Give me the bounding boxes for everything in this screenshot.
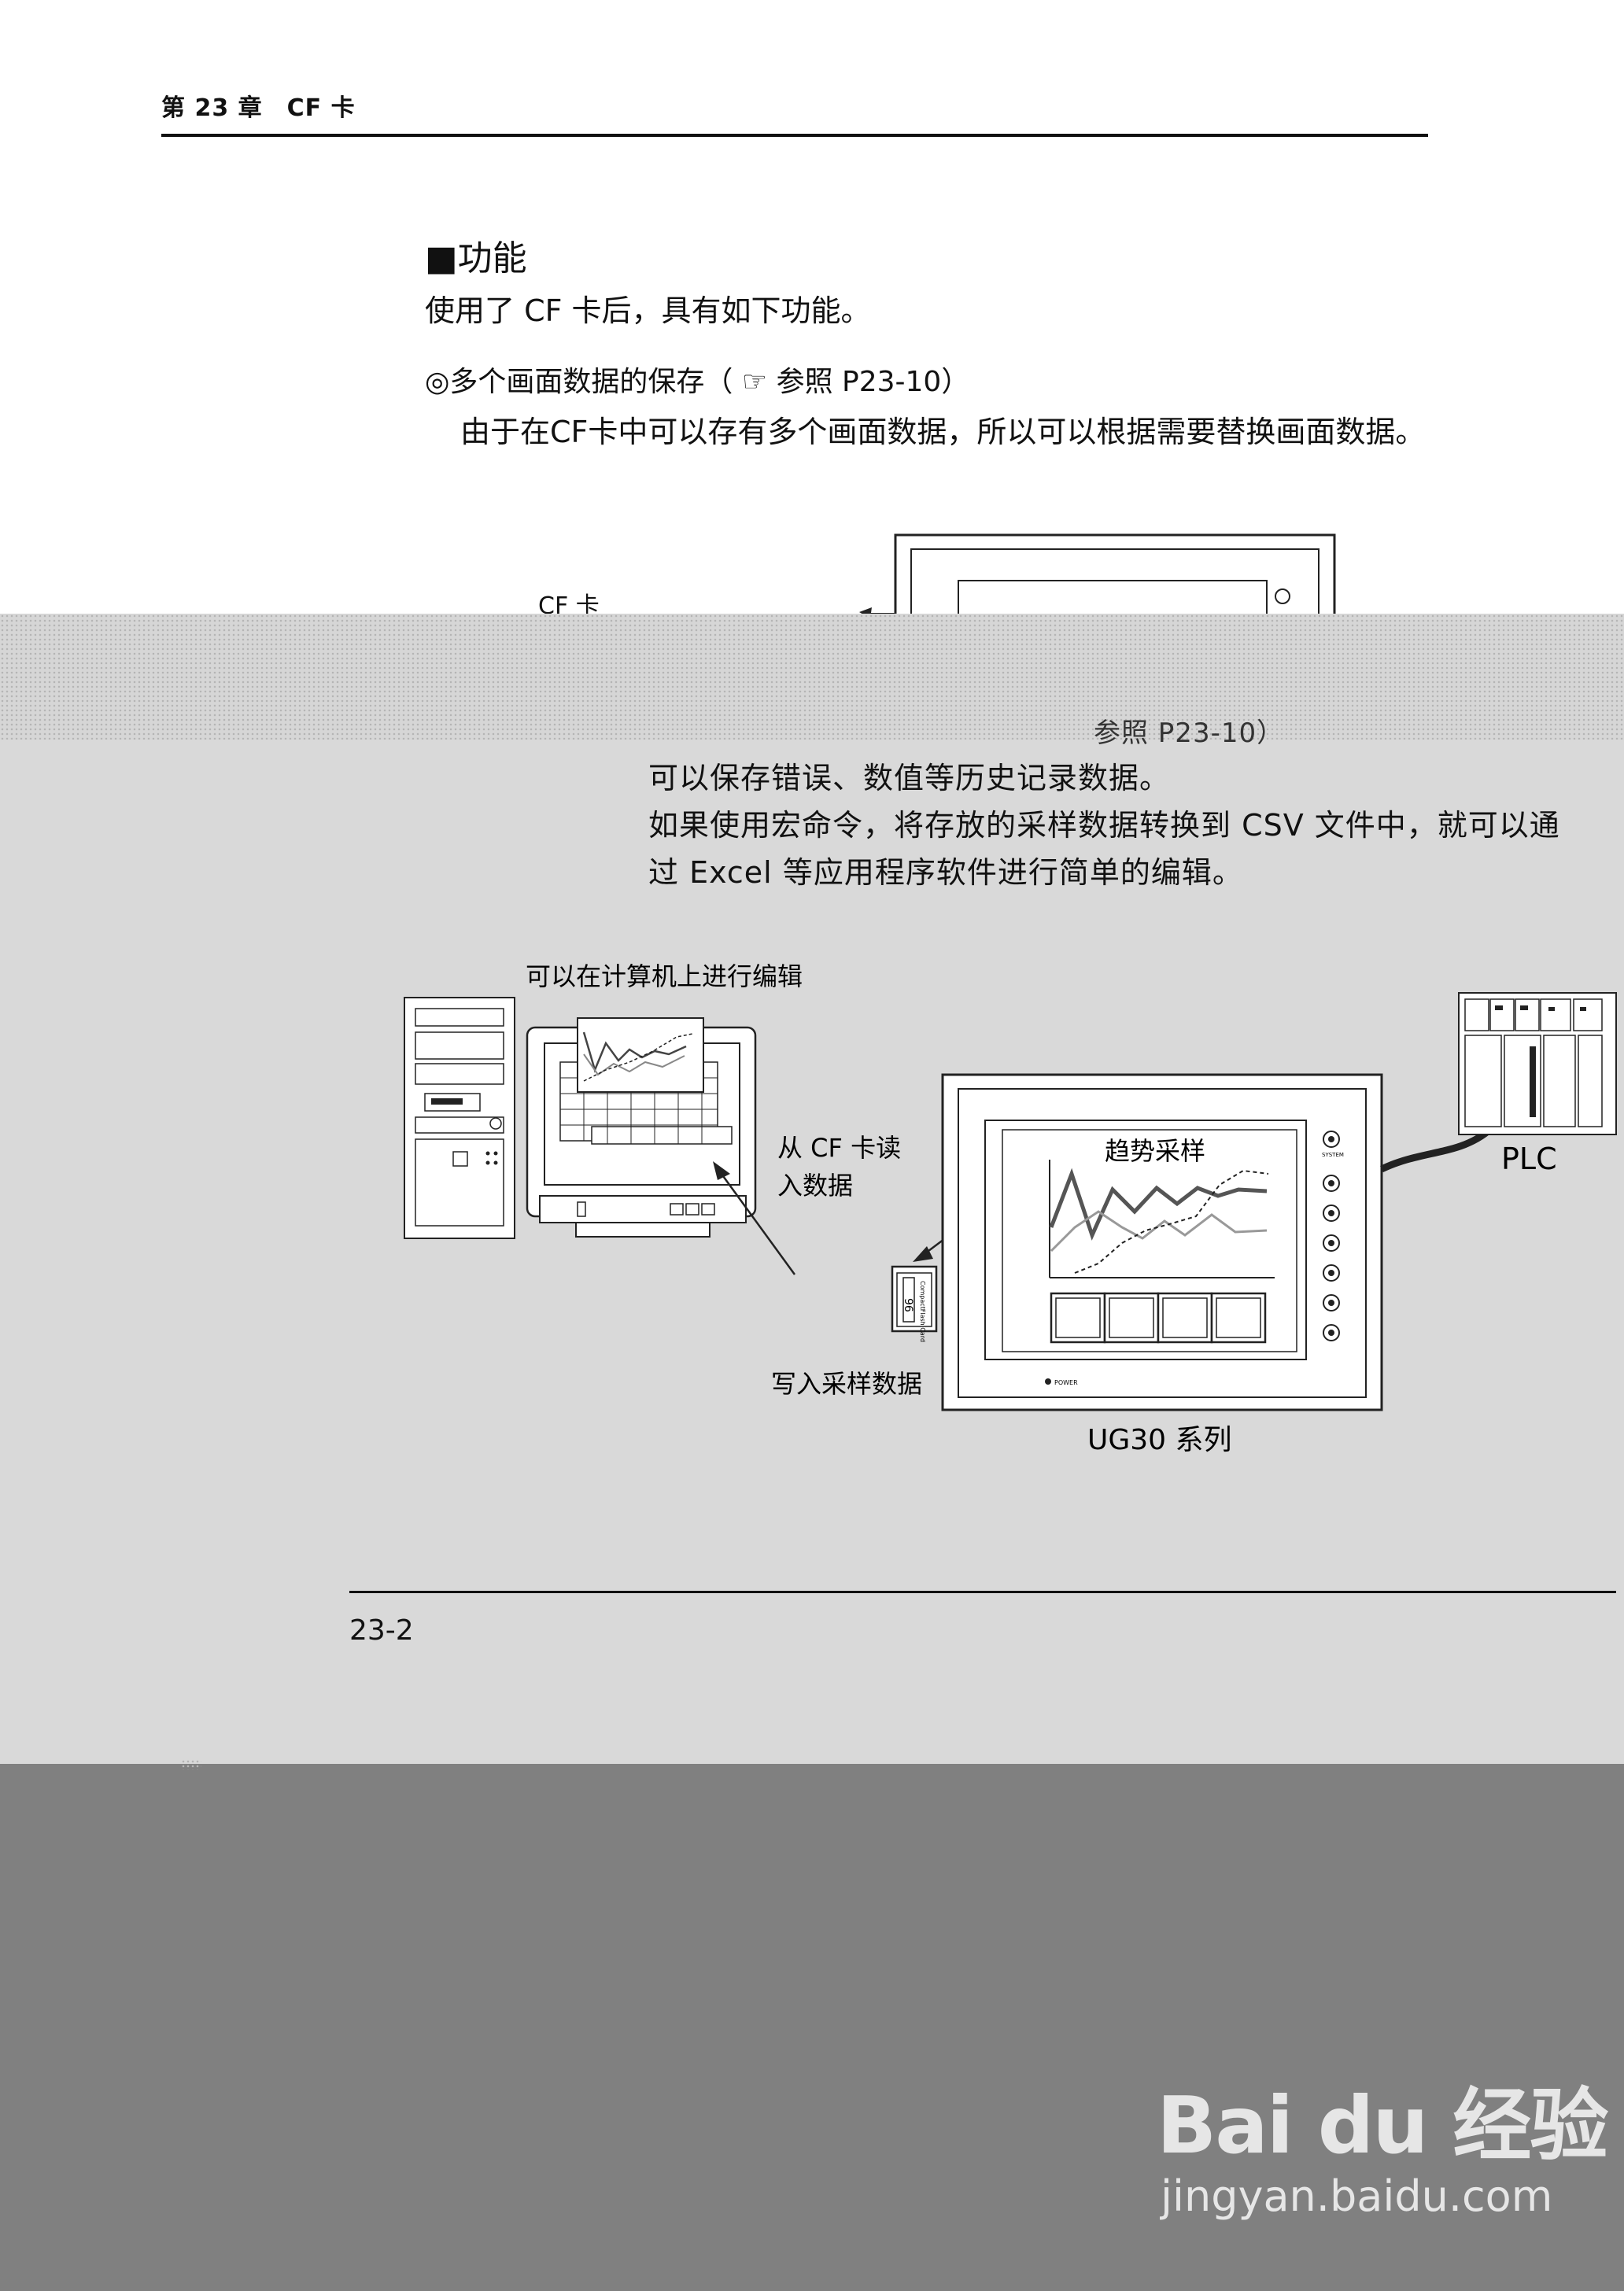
pc-tower-icon bbox=[404, 997, 515, 1239]
cf-card-brand: CompactFlash Card bbox=[919, 1281, 926, 1342]
dotted-band bbox=[0, 614, 1624, 740]
item-multi-screen-description: 由于在CF卡中可以存有多个画面数据，所以可以根据需要替换画面数据。 bbox=[460, 415, 1426, 449]
edit-on-pc-label: 可以在计算机上进行编辑 bbox=[526, 961, 803, 991]
history-paragraph-1: 可以保存错误、数值等历史记录数据。 bbox=[648, 761, 1171, 795]
item2-reference-partial: 参照 P23-10） bbox=[1094, 718, 1285, 749]
read-from-cf-label-1: 从 CF 卡读 bbox=[777, 1133, 901, 1163]
bottom-dark-panel bbox=[0, 1764, 1624, 2291]
trend-sampling-label: 趋势采样 bbox=[1105, 1136, 1205, 1166]
section-title: ■功能 bbox=[425, 238, 527, 279]
power-label: POWER bbox=[1054, 1379, 1078, 1386]
monitor-icon bbox=[526, 1017, 757, 1238]
plc-icon bbox=[1458, 992, 1617, 1135]
history-paragraph-2: 如果使用宏命令，将存放的采样数据转换到 CSV 文件中，就可以通 bbox=[648, 808, 1560, 843]
section-intro: 使用了 CF 卡后，具有如下功能。 bbox=[425, 293, 871, 328]
chapter-header: 第 23 章 CF 卡 bbox=[161, 94, 356, 122]
write-sampling-data-label: 写入采样数据 bbox=[771, 1369, 922, 1399]
header-rule bbox=[161, 134, 1428, 137]
ug30-device-icon bbox=[941, 1073, 1383, 1411]
footer-rule bbox=[349, 1591, 1616, 1593]
ug30-series-label: UG30 系列 bbox=[1087, 1424, 1232, 1456]
item-multi-screen-save: ◎多个画面数据的保存（ ☞ 参照 P23-10） bbox=[425, 366, 970, 398]
cf-card-icon bbox=[891, 1265, 938, 1333]
system-label: SYSTEM bbox=[1322, 1152, 1344, 1158]
dotted-corner bbox=[181, 1759, 201, 1770]
page-number: 23-2 bbox=[349, 1614, 414, 1647]
plc-label: PLC bbox=[1501, 1142, 1557, 1176]
read-from-cf-label-2: 入数据 bbox=[777, 1171, 853, 1201]
cf-card-size: 96 bbox=[902, 1298, 914, 1312]
history-paragraph-3: 过 Excel 等应用程序软件进行简单的编辑。 bbox=[648, 855, 1243, 890]
baidu-jingyan-url: jingyan.baidu.com bbox=[1161, 2171, 1553, 2221]
baidu-jingyan-logo: Bai du 经验 bbox=[1157, 2079, 1608, 2171]
